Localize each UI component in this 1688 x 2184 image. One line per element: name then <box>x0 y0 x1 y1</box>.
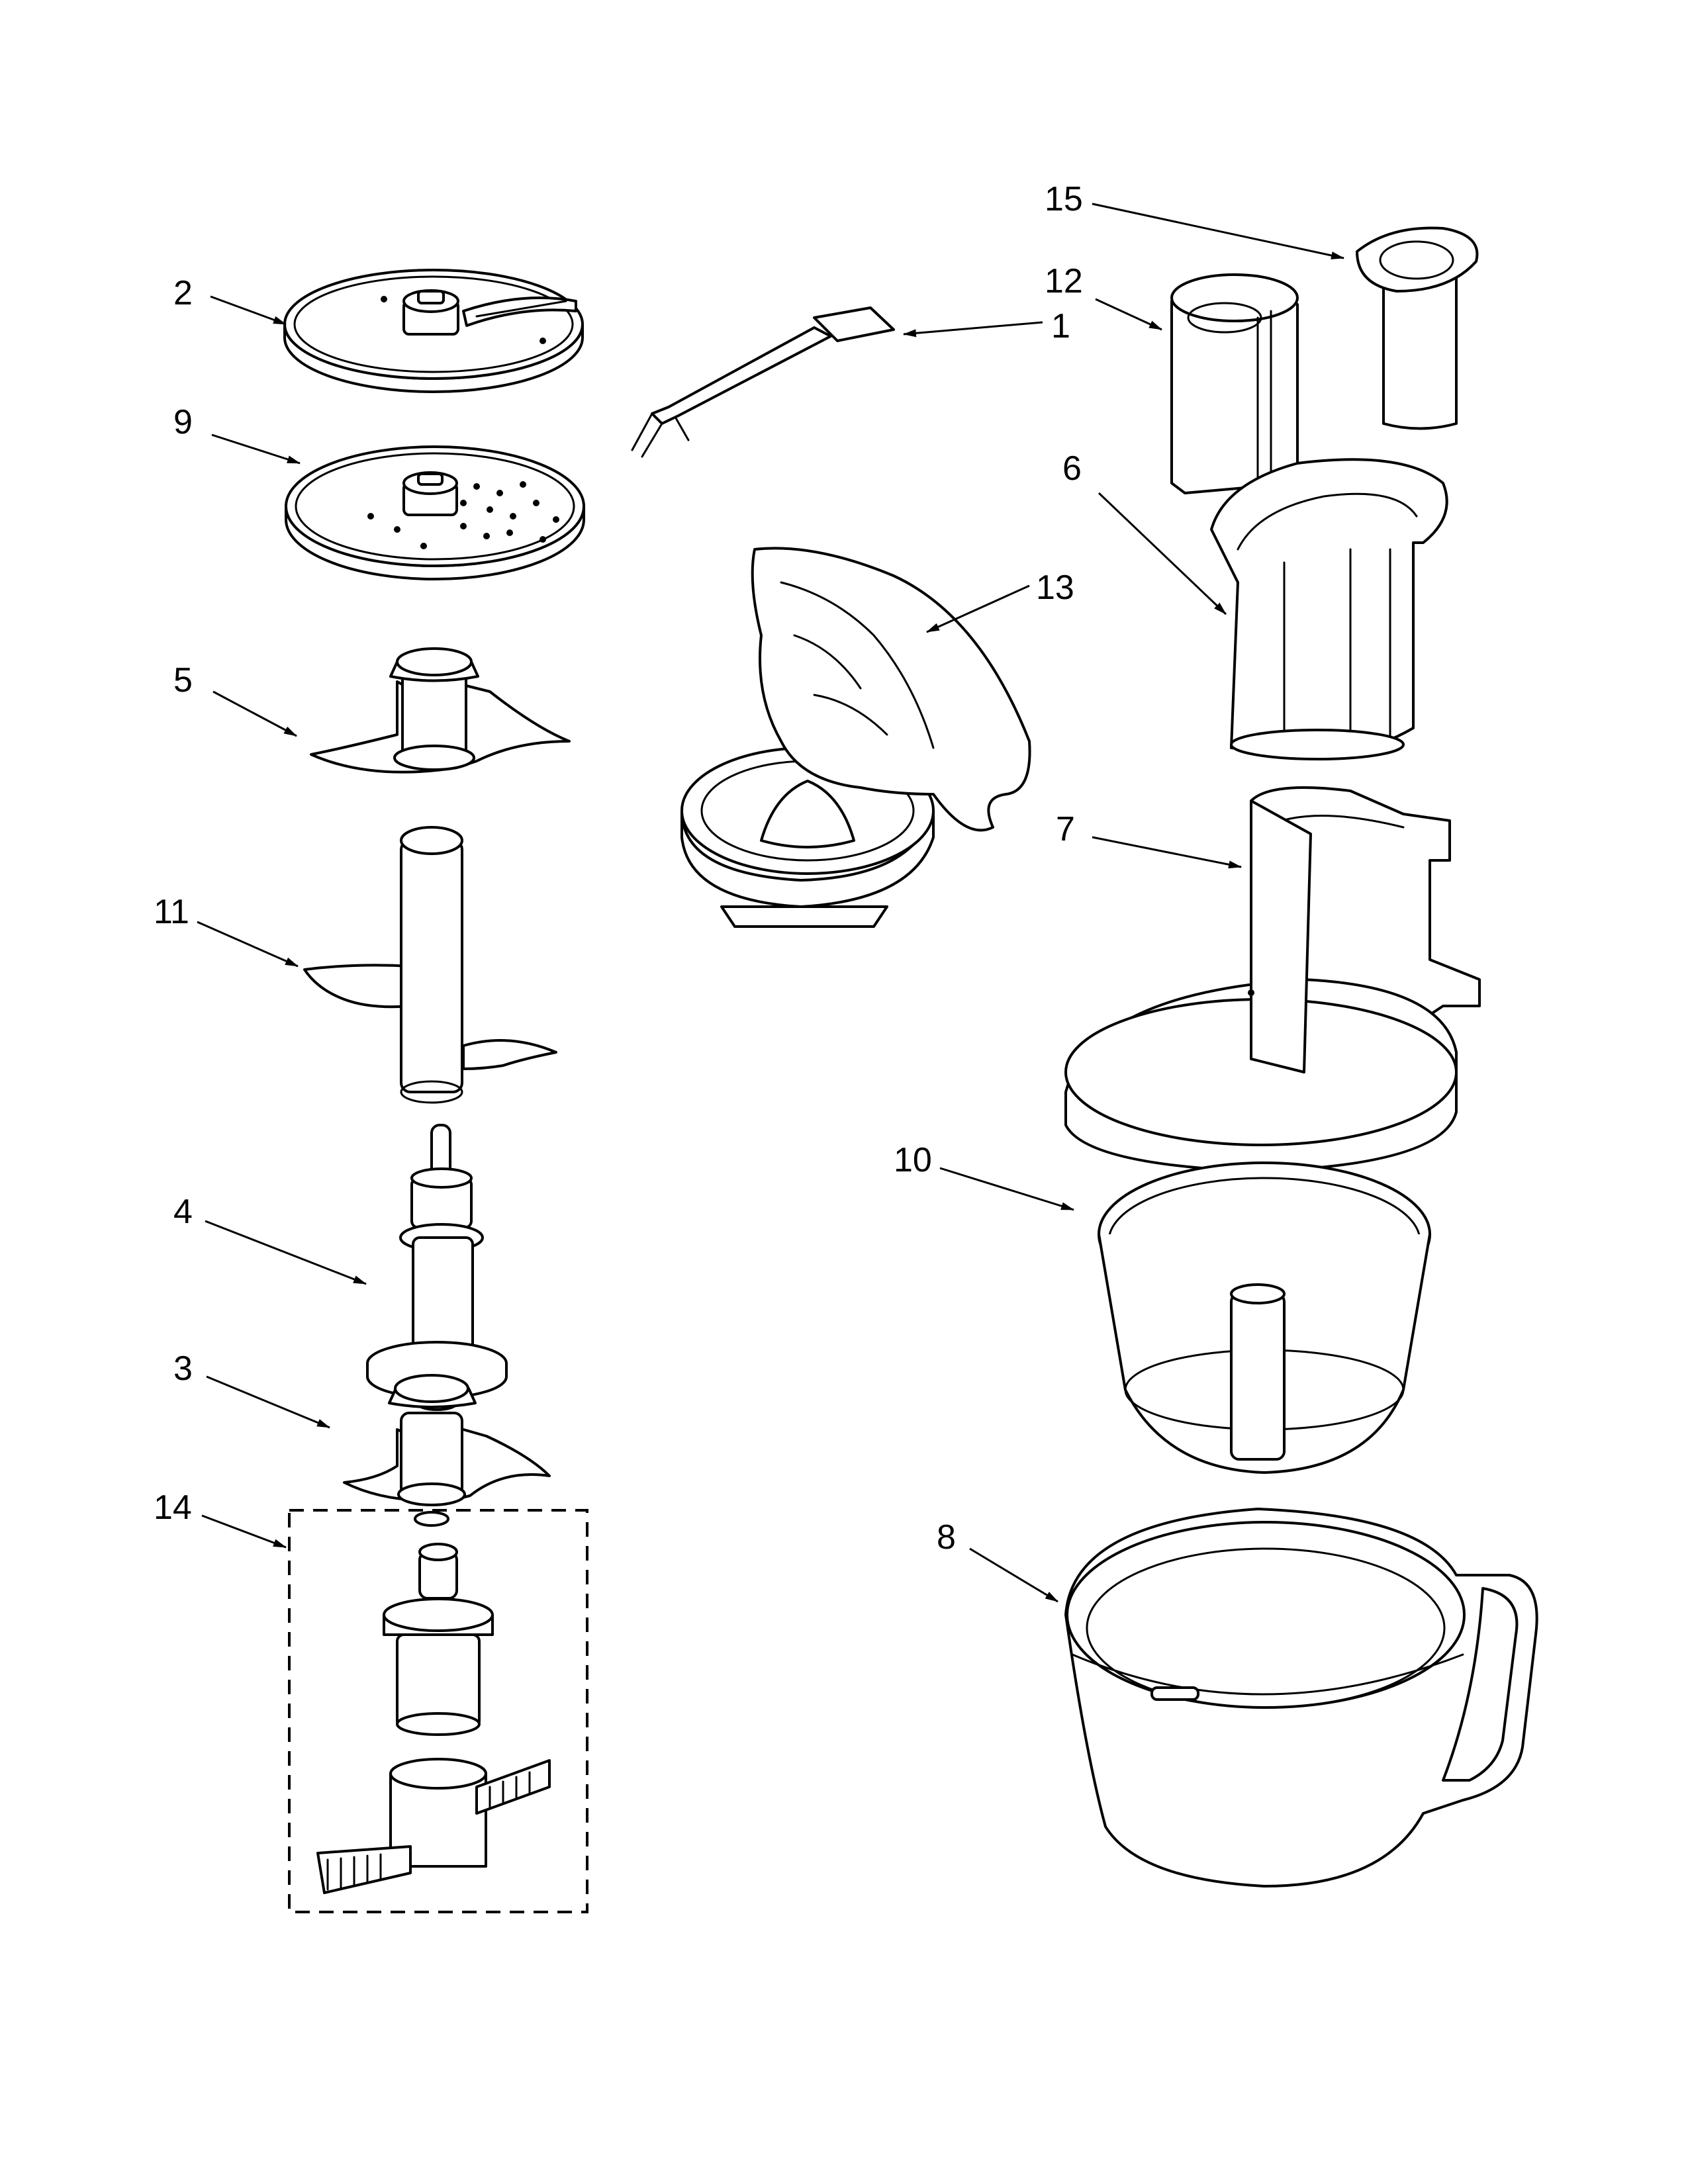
callout-label-3: 3 <box>173 1349 193 1388</box>
leader-1 <box>903 321 1043 338</box>
leader-4 <box>205 1220 367 1285</box>
leader-9 <box>211 433 301 465</box>
leader-8 <box>969 1547 1058 1603</box>
leader-7 <box>1092 836 1242 869</box>
callout-label-4: 4 <box>173 1193 193 1231</box>
callout-label-14: 14 <box>154 1488 192 1527</box>
part-14-dough-kit <box>288 1509 588 1913</box>
callout-label-9: 9 <box>173 403 193 441</box>
callout-label-5: 5 <box>173 661 193 700</box>
part-6-feed-tube <box>1210 458 1448 760</box>
callout-label-11: 11 <box>154 893 189 931</box>
leader-6 <box>1098 492 1227 615</box>
leader-11 <box>197 921 299 968</box>
callout-label-13: 13 <box>1036 569 1074 607</box>
leader-2 <box>210 295 287 326</box>
callout-label-15: 15 <box>1045 180 1083 218</box>
callout-label-12: 12 <box>1045 262 1083 300</box>
part-7-work-bowl-cover <box>1064 786 1481 1173</box>
part-3-small-blade <box>343 1374 551 1527</box>
callout-label-7: 7 <box>1056 810 1075 848</box>
leader-10 <box>939 1167 1074 1211</box>
leader-5 <box>212 690 297 737</box>
part-15-medium-pusher <box>1356 226 1479 430</box>
leader-lines <box>197 203 1344 1603</box>
part-13-citrus-press <box>680 547 1031 928</box>
part-1-spatula <box>631 306 895 458</box>
callout-label-10: 10 <box>894 1141 932 1179</box>
part-5-mini-blade <box>310 647 571 774</box>
callout-label-8: 8 <box>937 1518 956 1557</box>
callout-label-2: 2 <box>173 274 193 312</box>
leader-13 <box>926 584 1030 633</box>
part-2-slicing-disc <box>283 269 584 393</box>
callout-label-1: 1 <box>1051 307 1070 345</box>
leader-3 <box>206 1375 330 1429</box>
callout-label-6: 6 <box>1062 449 1082 488</box>
part-4-drive-adapter <box>366 1124 508 1411</box>
leader-14 <box>201 1514 287 1549</box>
part-9-shredding-disc <box>285 445 585 580</box>
leader-12 <box>1095 298 1162 331</box>
leader-15 <box>1092 203 1344 259</box>
part-10-mini-bowl <box>1098 1161 1431 1474</box>
part-11-multipurpose-blade <box>303 826 557 1104</box>
part-12-small-pusher <box>1170 273 1299 494</box>
callout-labels: 2 9 5 11 4 3 14 1 13 15 12 6 7 10 8 <box>154 180 1083 1557</box>
part-8-work-bowl <box>1064 1508 1538 1888</box>
